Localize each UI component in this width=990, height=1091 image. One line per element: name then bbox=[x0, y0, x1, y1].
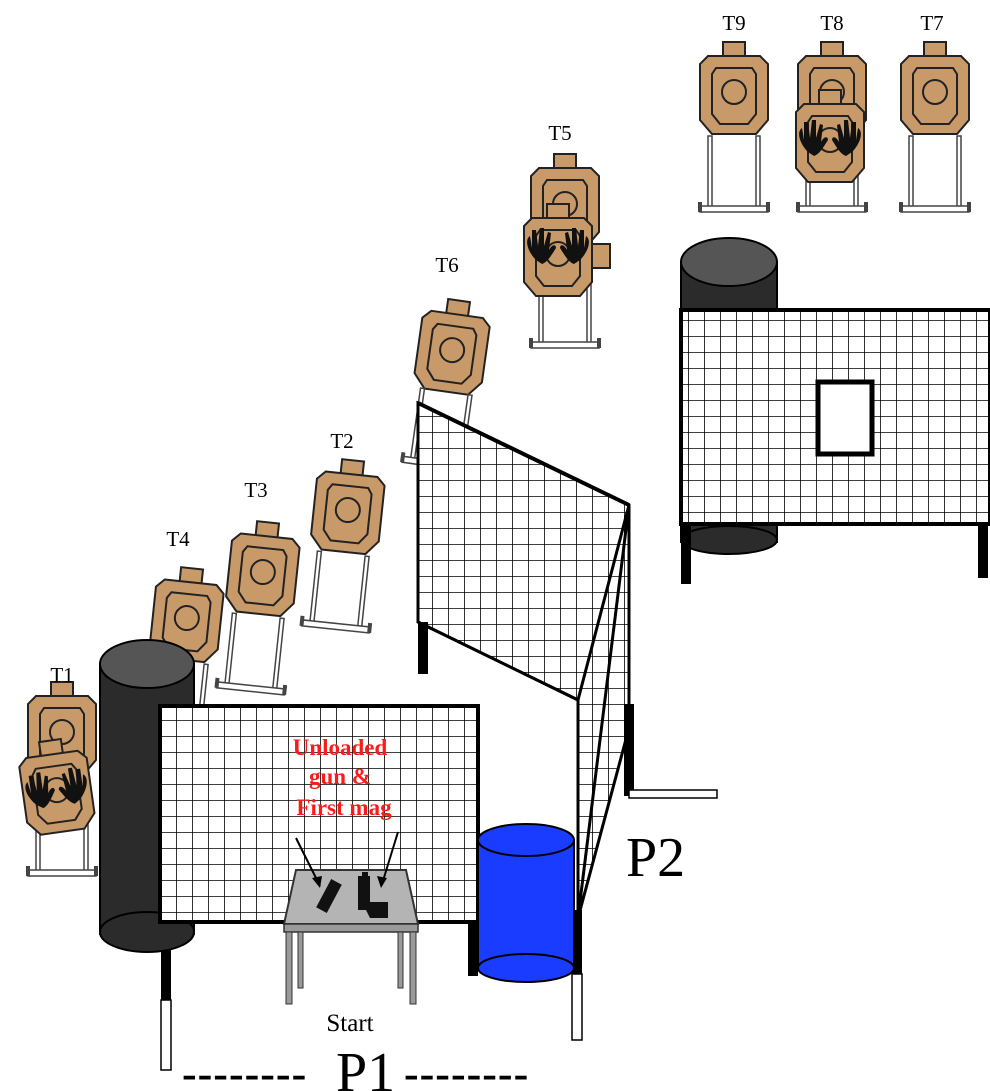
label-t4: T4 bbox=[166, 527, 190, 551]
label-t8: T8 bbox=[820, 11, 843, 35]
barrel-blue bbox=[478, 824, 574, 982]
window-port bbox=[818, 382, 872, 454]
target-t7 bbox=[899, 42, 971, 212]
label-start: Start bbox=[326, 1010, 373, 1037]
label-t1: T1 bbox=[50, 663, 73, 687]
label-t3: T3 bbox=[244, 478, 267, 502]
label-p1: P1 bbox=[336, 1042, 395, 1091]
note-line-1: Unloaded bbox=[293, 735, 388, 760]
label-t5: T5 bbox=[548, 121, 571, 145]
label-t9: T9 bbox=[722, 11, 745, 35]
label-p2: P2 bbox=[626, 827, 685, 889]
p1-dashes-right: -------- bbox=[404, 1049, 529, 1091]
target-t9 bbox=[698, 42, 770, 212]
note-line-2: gun & bbox=[309, 764, 371, 789]
p1-dashes-left: -------- bbox=[182, 1049, 307, 1091]
note-line-3: First mag bbox=[296, 795, 392, 820]
position-p2: P2 bbox=[626, 790, 717, 889]
label-t2: T2 bbox=[330, 429, 353, 453]
label-t7: T7 bbox=[920, 11, 943, 35]
target-t3 bbox=[214, 519, 303, 696]
no-shoot-t8 bbox=[796, 90, 864, 182]
label-t6: T6 bbox=[435, 253, 458, 277]
target-t2 bbox=[299, 457, 388, 634]
